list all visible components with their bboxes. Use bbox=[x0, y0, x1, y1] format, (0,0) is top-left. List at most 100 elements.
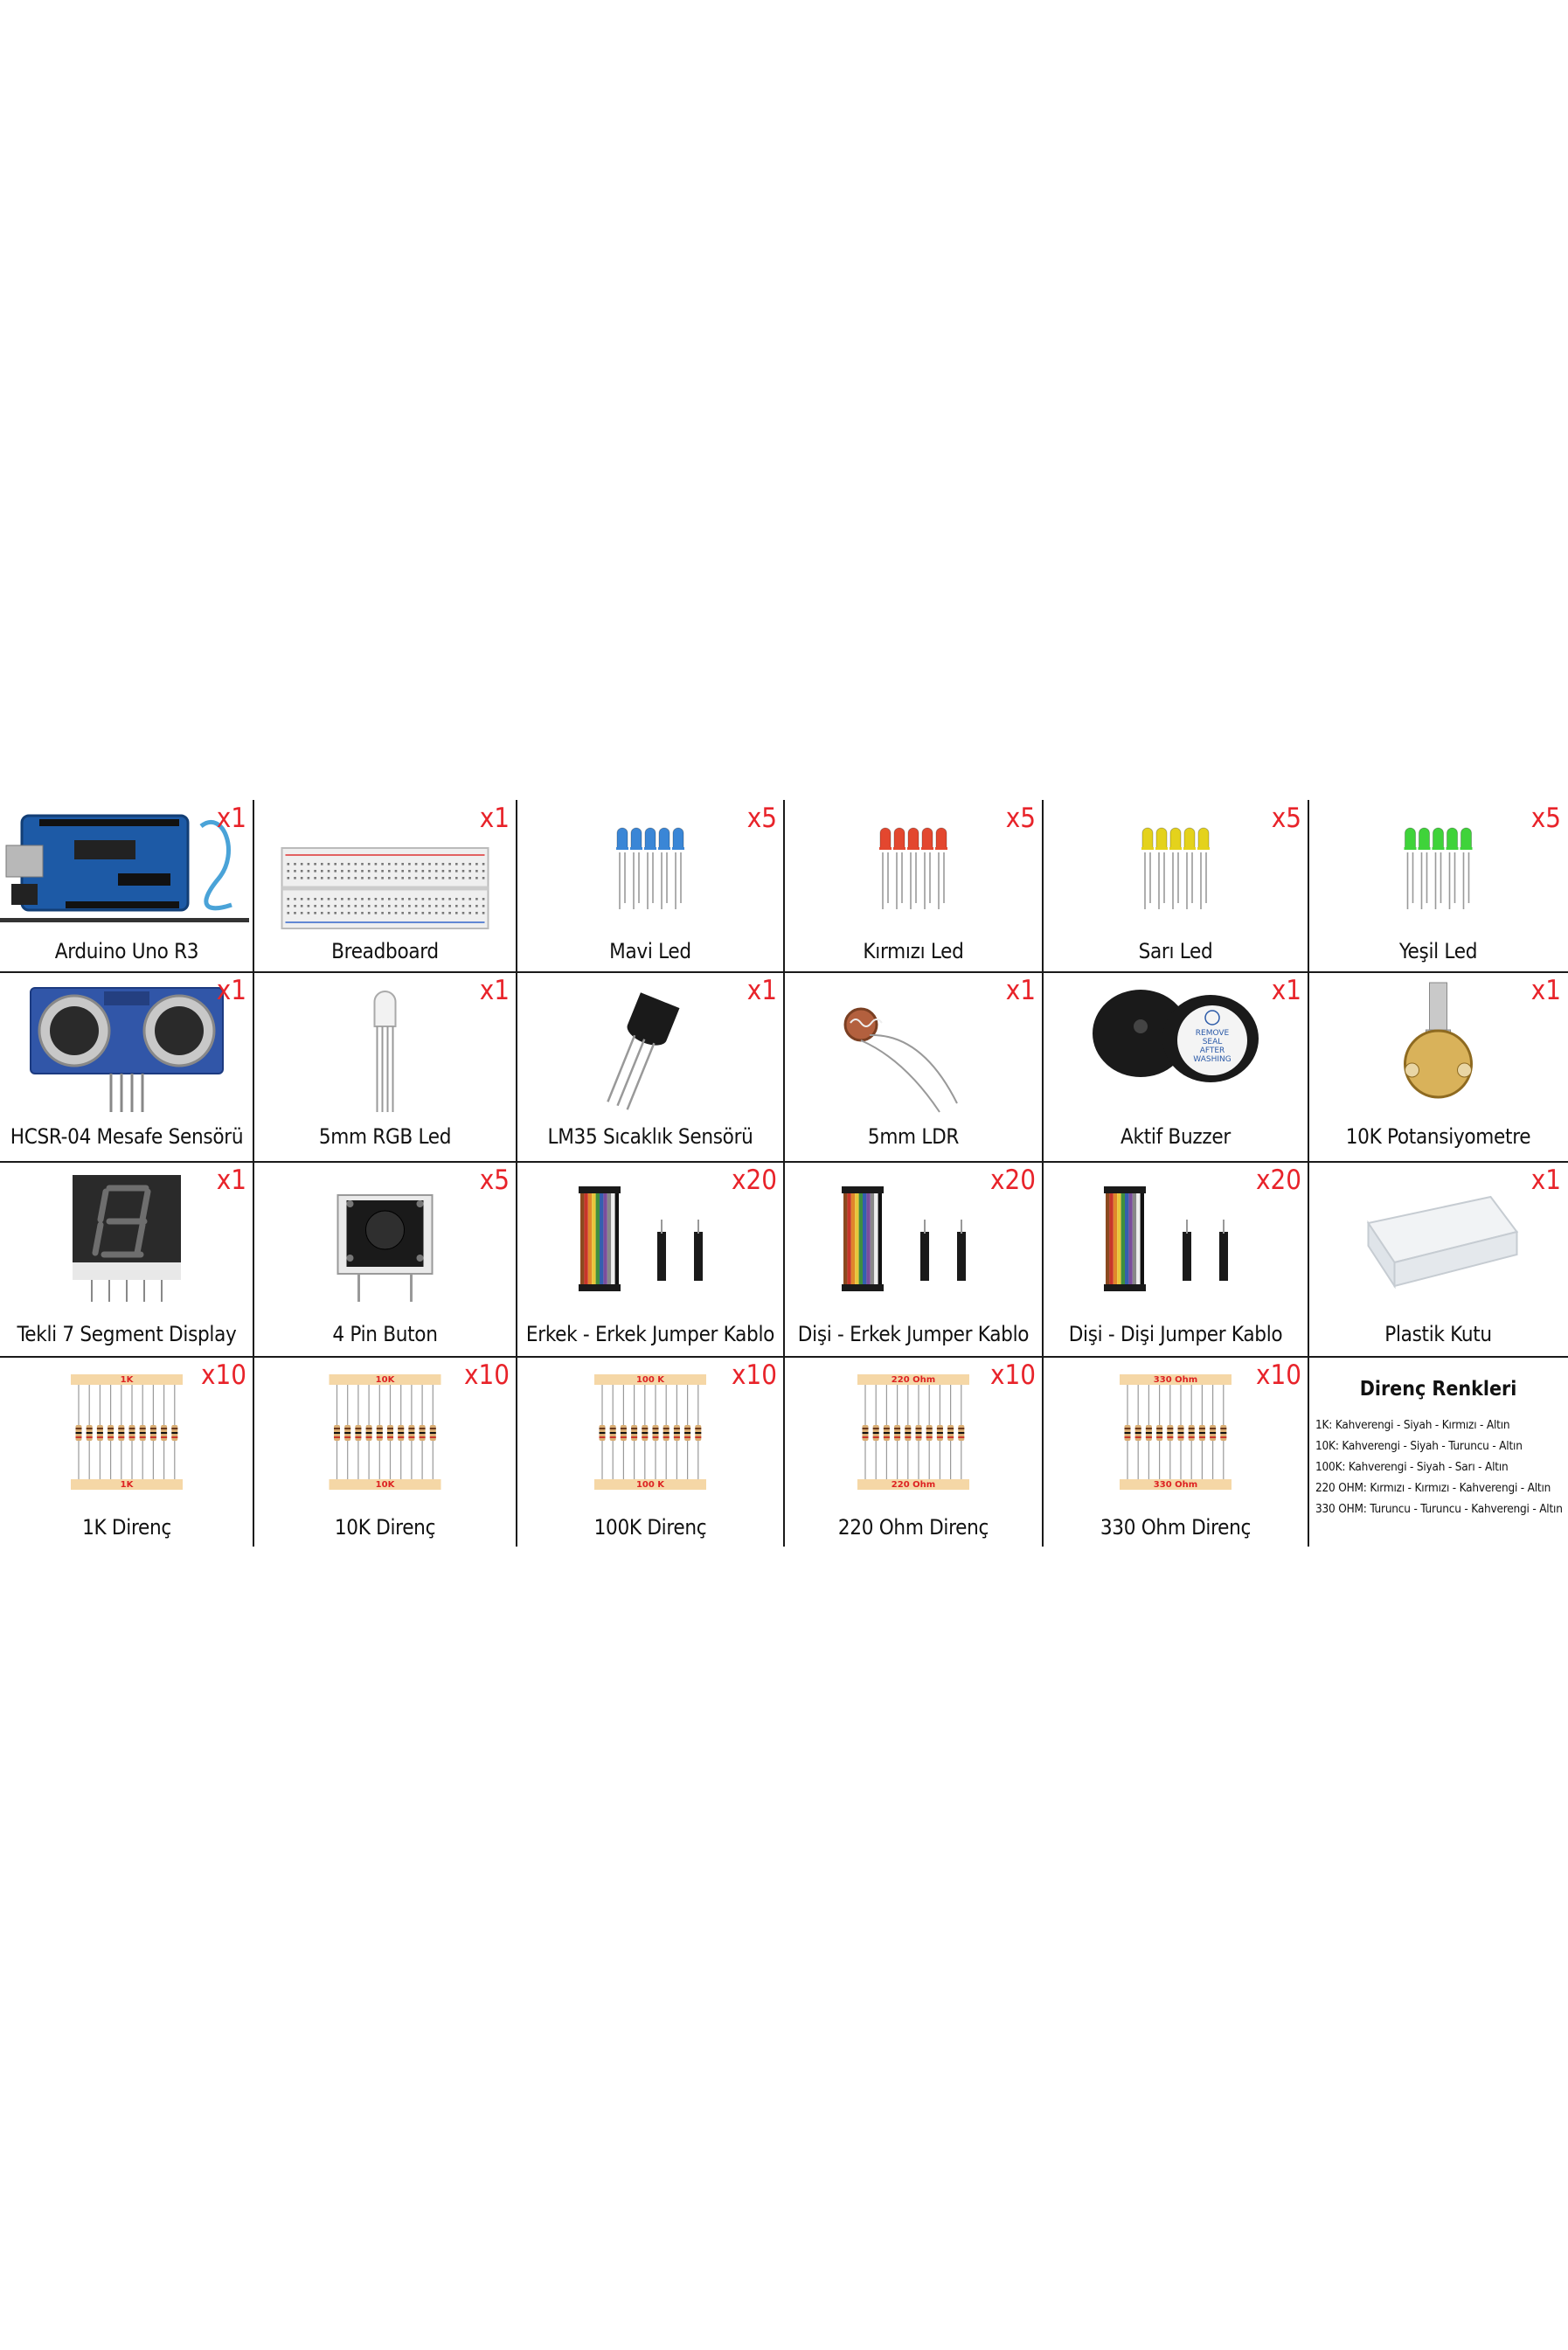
resistor-color-legend: Direnç Renkleri 1K: Kahverengi - Siyah - … bbox=[1308, 1357, 1568, 1547]
quantity-label: x10 bbox=[1256, 1359, 1301, 1391]
quantity-label: x5 bbox=[1530, 803, 1561, 834]
resistor-strip-icon: 220 Ohm 220 Ohm bbox=[857, 1374, 969, 1490]
component-name: 220 Ohm Direnç bbox=[837, 1515, 989, 1540]
component-name: Mavi Led bbox=[609, 939, 691, 963]
quantity-label: x20 bbox=[1256, 1165, 1301, 1196]
component-cell: 220 Ohm 220 Ohm x10 220 Ohm Direnç bbox=[784, 1357, 1043, 1547]
breadboard-icon bbox=[281, 847, 489, 929]
yellow-led-icon bbox=[1141, 827, 1210, 909]
component-cell: 100 K 100 K x10 100K Direnç bbox=[517, 1357, 784, 1547]
temperature-sensor-icon bbox=[607, 992, 680, 1110]
component-name: 10K Direnç bbox=[334, 1515, 436, 1540]
quantity-label: x20 bbox=[990, 1165, 1036, 1196]
svg-text:1K: 1K bbox=[121, 1375, 135, 1385]
column-divider bbox=[1042, 800, 1044, 1547]
component-name: 5mm LDR bbox=[867, 1124, 960, 1149]
component-name: Plastik Kutu bbox=[1384, 1322, 1492, 1346]
quantity-label: x1 bbox=[1005, 975, 1036, 1006]
blue-led-icon bbox=[616, 827, 684, 909]
jumper-wire-icon bbox=[1104, 1186, 1228, 1291]
seven-segment-icon bbox=[73, 1175, 181, 1302]
ultrasonic-sensor-icon bbox=[30, 987, 224, 1112]
quantity-label: x5 bbox=[479, 1165, 510, 1196]
svg-text:10K: 10K bbox=[376, 1480, 396, 1490]
component-name: 5mm RGB Led bbox=[318, 1124, 452, 1149]
svg-text:100 K: 100 K bbox=[636, 1375, 665, 1385]
component-name: HCSR-04 Mesafe Sensörü bbox=[10, 1124, 244, 1149]
svg-text:100 K: 100 K bbox=[636, 1480, 665, 1490]
svg-text:330 Ohm: 330 Ohm bbox=[1154, 1480, 1197, 1490]
quantity-label: x5 bbox=[1271, 803, 1301, 834]
quantity-label: x10 bbox=[732, 1359, 777, 1391]
potentiometer-icon bbox=[1404, 982, 1473, 1099]
push-button-icon bbox=[336, 1194, 434, 1302]
quantity-label: x1 bbox=[479, 803, 510, 834]
quantity-label: x1 bbox=[216, 803, 246, 834]
legend-line: 1K: Kahverengi - Siyah - Kırmızı - Altın bbox=[1315, 1418, 1510, 1432]
svg-text:220 Ohm: 220 Ohm bbox=[892, 1480, 935, 1490]
component-cell: x1 10K Potansiyometre bbox=[1308, 972, 1568, 1162]
svg-text:REMOVE: REMOVE bbox=[1196, 1029, 1230, 1038]
resistor-strip-icon: 10K 10K bbox=[329, 1374, 441, 1490]
component-name: Arduino Uno R3 bbox=[54, 939, 199, 963]
quantity-label: x1 bbox=[216, 1165, 246, 1196]
rgb-led-icon bbox=[373, 991, 397, 1112]
quantity-label: x10 bbox=[990, 1359, 1036, 1391]
svg-text:SEAL: SEAL bbox=[1203, 1038, 1223, 1046]
ldr-icon bbox=[843, 1007, 958, 1113]
column-divider bbox=[783, 800, 785, 1547]
legend-title: Direnç Renkleri bbox=[1359, 1378, 1517, 1401]
quantity-label: x1 bbox=[1530, 975, 1561, 1006]
component-cell: 10K 10K x10 10K Direnç bbox=[253, 1357, 517, 1547]
component-name: Sarı Led bbox=[1138, 939, 1213, 963]
svg-text:1K: 1K bbox=[121, 1480, 135, 1490]
quantity-label: x1 bbox=[1530, 1165, 1561, 1196]
component-name: Yeşil Led bbox=[1398, 939, 1478, 963]
green-led-icon bbox=[1404, 827, 1473, 909]
component-name: Aktif Buzzer bbox=[1120, 1124, 1231, 1149]
component-cell: x5 4 Pin Buton bbox=[253, 1162, 517, 1357]
component-name: Breadboard bbox=[331, 939, 439, 963]
svg-text:220 Ohm: 220 Ohm bbox=[892, 1375, 935, 1385]
quantity-label: x10 bbox=[464, 1359, 510, 1391]
component-name: 100K Direnç bbox=[593, 1515, 707, 1540]
column-divider bbox=[253, 800, 254, 1547]
quantity-label: x1 bbox=[1271, 975, 1301, 1006]
column-divider bbox=[516, 800, 517, 1547]
legend-line: 220 OHM: Kırmızı - Kırmızı - Kahverengi … bbox=[1315, 1481, 1551, 1495]
component-name: 4 Pin Buton bbox=[332, 1322, 438, 1346]
jumper-wire-icon bbox=[842, 1186, 966, 1291]
column-divider bbox=[1308, 800, 1309, 1547]
component-name: Tekli 7 Segment Display bbox=[17, 1322, 237, 1346]
legend-line: 330 OHM: Turuncu - Turuncu - Kahverengi … bbox=[1315, 1502, 1563, 1516]
svg-text:AFTER: AFTER bbox=[1200, 1046, 1225, 1055]
svg-text:10K: 10K bbox=[376, 1375, 396, 1385]
quantity-label: x1 bbox=[216, 975, 246, 1006]
component-name: 10K Potansiyometre bbox=[1345, 1124, 1531, 1149]
legend-line: 100K: Kahverengi - Siyah - Sarı - Altın bbox=[1315, 1460, 1509, 1474]
component-name: 330 Ohm Direnç bbox=[1100, 1515, 1252, 1540]
quantity-label: x20 bbox=[732, 1165, 777, 1196]
component-name: LM35 Sıcaklık Sensörü bbox=[547, 1124, 753, 1149]
quantity-label: x5 bbox=[1005, 803, 1036, 834]
quantity-label: x10 bbox=[201, 1359, 246, 1391]
plastic-box-icon bbox=[1366, 1195, 1519, 1290]
legend-line: 10K: Kahverengi - Siyah - Turuncu - Altı… bbox=[1315, 1439, 1523, 1453]
resistor-strip-icon: 1K 1K bbox=[71, 1374, 183, 1490]
svg-text:WASHING: WASHING bbox=[1193, 1055, 1231, 1064]
